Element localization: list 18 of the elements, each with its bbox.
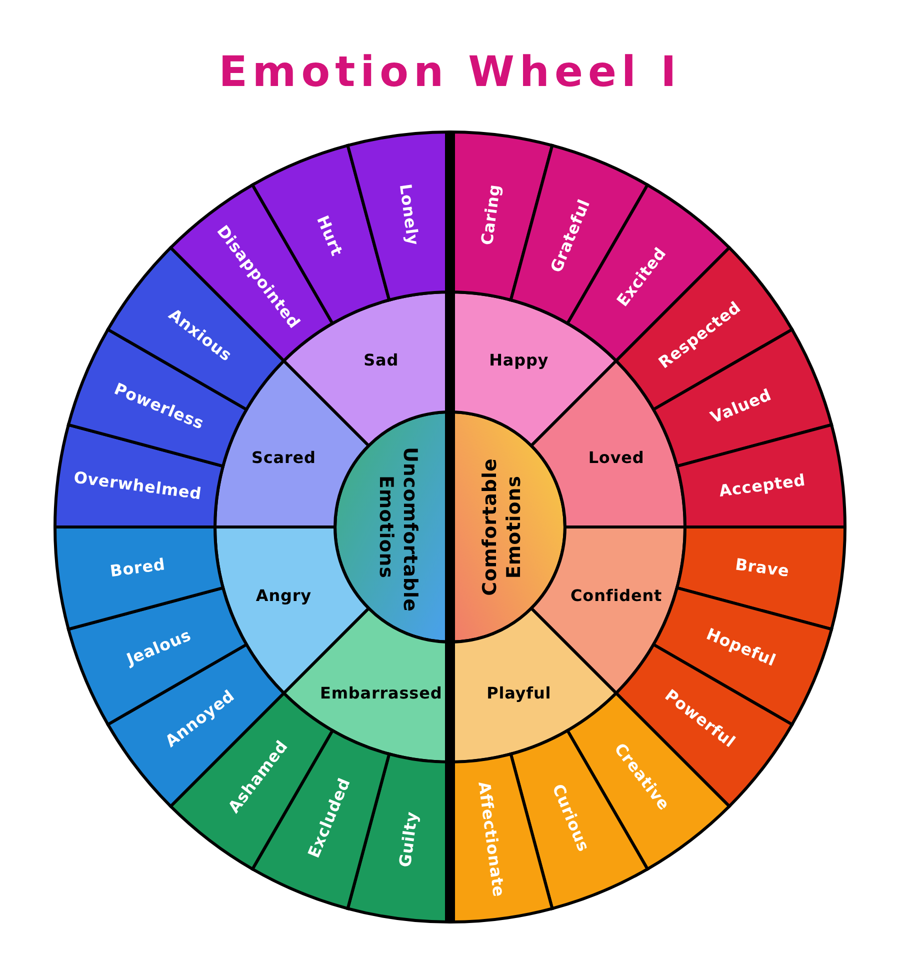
- emotion-label: Scared: [252, 447, 316, 470]
- emotion-label: Playful: [486, 682, 552, 704]
- title: Emotion Wheel I: [218, 46, 682, 98]
- emotion-label: Lonely: [394, 182, 424, 247]
- emotion-label: Bored: [108, 554, 167, 583]
- emotion-label: Accepted: [718, 469, 807, 502]
- emotion-label: Confident: [570, 584, 662, 607]
- emotion-label: Brave: [734, 554, 791, 583]
- emotion-label: Embarrassed: [320, 682, 442, 704]
- emotion-label: Loved: [588, 447, 644, 470]
- emotion-label: Sad: [364, 350, 399, 372]
- emotion-label: Hurt: [312, 212, 348, 260]
- category-label: Comfortable Emotions: [478, 457, 526, 598]
- emotion-label: Angry: [256, 584, 312, 607]
- emotion-label: Guilty: [394, 810, 422, 869]
- emotion-label: Affectionate: [474, 780, 510, 898]
- emotion-label: Caring: [476, 182, 506, 247]
- emotion-label: Happy: [489, 350, 549, 372]
